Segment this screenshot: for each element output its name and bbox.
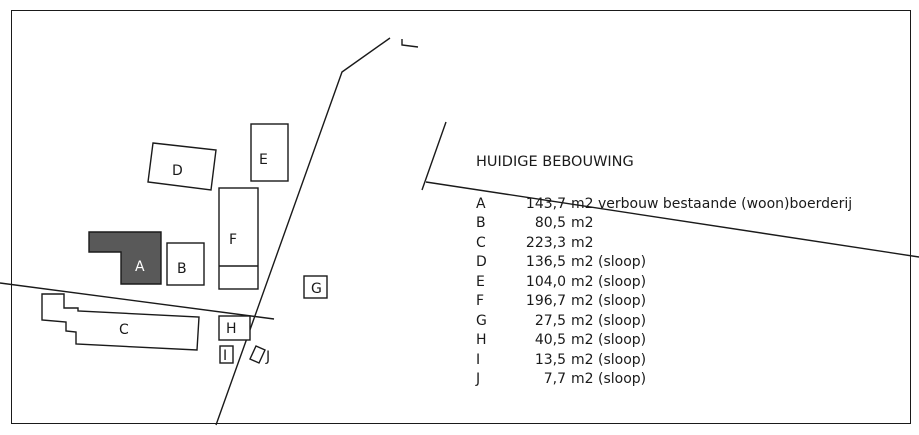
label-e: E [259,152,268,168]
legend-area: 80,5 [534,215,566,231]
building-a [88,231,162,285]
building-d [147,142,217,191]
legend-row: I 13,5 m2 (sloop) [476,351,852,371]
label-f: F [229,232,237,248]
legend-letter: B [476,215,486,231]
legend-description: m2 (sloop) [571,273,647,290]
legend-description: m2 (sloop) [571,371,647,387]
legend-row: B 80,5 m2 [476,214,852,234]
legend-row: F 196,7 m2 (sloop) [476,292,852,312]
legend-letter: G [476,312,487,329]
building-c [41,293,200,351]
legend-letter: D [476,254,487,270]
legend-letter: J [476,371,481,387]
legend-description: m2 (sloop) [571,312,647,329]
legend-description: m2 [571,215,594,231]
legend-letter: H [476,332,487,348]
building-j [249,345,266,364]
building-g [303,275,328,299]
legend-description: m2 (sloop) [571,293,647,309]
legend-row: J 7,7 m2 (sloop) [476,370,852,390]
label-b: B [177,261,187,277]
label-i: I [223,348,227,364]
legend-area: 104,0 [525,273,566,290]
legend-area: 136,5 [525,254,566,270]
boundary-line-upper [421,121,447,191]
boundary-line-left [0,282,275,320]
road-diagonal [215,37,391,426]
legend-row: G 27,5 m2 (sloop) [476,312,852,332]
legend: HUIDIGE BEBOUWING A 143,7 m2 verbouw bes… [476,153,852,390]
legend-row: A 143,7 m2 verbouw bestaande (woon)boerd… [476,195,852,215]
label-j: J [265,349,270,365]
legend-row: H 40,5 m2 (sloop) [476,331,852,351]
legend-row: D 136,5 m2 (sloop) [476,253,852,273]
legend-letter: I [476,351,481,368]
legend-letter: A [476,195,486,212]
legend-letter: E [476,273,485,290]
legend-area: 143,7 [525,195,566,212]
legend-description: m2 [571,234,594,251]
legend-letter: C [476,234,486,251]
legend-area: 27,5 [534,312,566,329]
legend-description: m2 (sloop) [571,351,647,368]
legend-area: 40,5 [534,332,566,348]
label-h: H [226,321,237,337]
building-b [166,242,205,286]
legend-area: 223,3 [525,234,566,251]
label-d: D [172,163,183,179]
legend-area: 13,5 [534,351,566,368]
legend-description: m2 verbouw bestaande (woon)boerderij [571,195,853,212]
legend-description: m2 (sloop) [571,332,647,348]
boundary-line-right [425,181,919,258]
legend-area: 7,7 [543,371,566,387]
road-stub-top [401,39,419,48]
building-e [250,123,289,182]
label-g: G [311,281,322,297]
legend-letter: F [476,293,485,309]
building-i [219,345,234,364]
legend-row: E 104,0 m2 (sloop) [476,273,852,293]
map-frame [11,10,911,424]
legend-description: m2 (sloop) [571,254,647,270]
building-f [218,187,259,290]
legend-area: 196,7 [525,293,566,309]
legend-title: HUIDIGE BEBOUWING [476,154,634,170]
label-c: C [119,322,129,338]
building-h [218,315,251,341]
legend-row: C 223,3 m2 [476,234,852,254]
label-a: A [135,259,145,275]
